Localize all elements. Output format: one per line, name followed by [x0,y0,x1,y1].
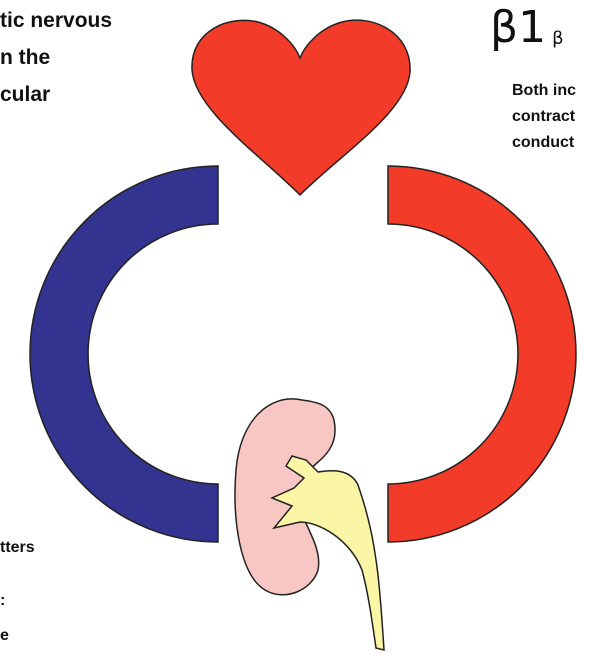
venous-arc [30,166,218,542]
arterial-arc [388,166,576,542]
heart-icon [192,20,410,195]
